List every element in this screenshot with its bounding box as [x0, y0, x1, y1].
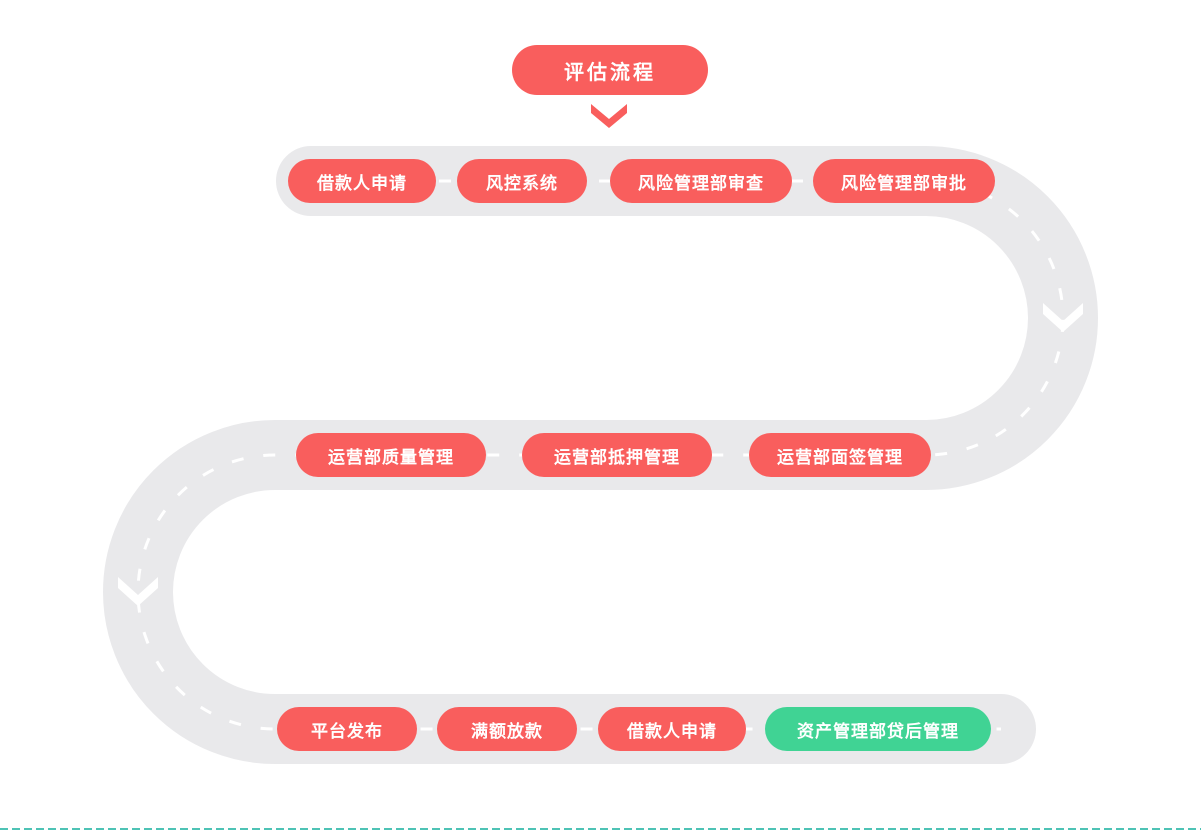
pill-borrower-application: 借款人申请 [288, 159, 436, 203]
pill-borrower-application-2: 借款人申请 [598, 707, 746, 751]
pill-label: 风控系统 [486, 173, 558, 193]
page-title: 评估流程 [564, 61, 656, 84]
pill-asset-mgmt-postloan: 资产管理部贷后管理 [765, 707, 991, 751]
pill-label: 满额放款 [471, 721, 543, 741]
pill-full-amount-disbursement: 满额放款 [437, 707, 577, 751]
pill-label: 平台发布 [311, 721, 383, 741]
pill-label: 借款人申请 [627, 721, 717, 741]
pill-label: 风险管理部审查 [638, 173, 764, 193]
pill-ops-mortgage-mgmt: 运营部抵押管理 [522, 433, 712, 477]
pill-ops-signing-mgmt: 运营部面签管理 [749, 433, 931, 477]
pill-label: 运营部抵押管理 [554, 447, 680, 467]
road-center-dashline [136, 179, 1065, 731]
bottom-dashed-divider [0, 828, 1201, 830]
right-curve-chevron-down-icon [1043, 303, 1083, 332]
pill-label: 借款人申请 [317, 173, 407, 193]
pill-risk-control-system: 风控系统 [457, 159, 587, 203]
pill-label: 风险管理部审批 [841, 173, 967, 193]
title-pill: 评估流程 [512, 45, 708, 95]
pill-label: 运营部质量管理 [328, 447, 454, 467]
pill-risk-mgmt-dept-review: 风险管理部审查 [610, 159, 792, 203]
pill-platform-release: 平台发布 [277, 707, 417, 751]
pill-label: 资产管理部贷后管理 [797, 721, 959, 741]
pill-ops-quality-mgmt: 运营部质量管理 [296, 433, 486, 477]
title-chevron-down-icon [591, 104, 627, 128]
pill-label: 运营部面签管理 [777, 447, 903, 467]
left-curve-chevron-down-icon [118, 577, 158, 606]
pill-risk-mgmt-dept-approval: 风险管理部审批 [813, 159, 995, 203]
